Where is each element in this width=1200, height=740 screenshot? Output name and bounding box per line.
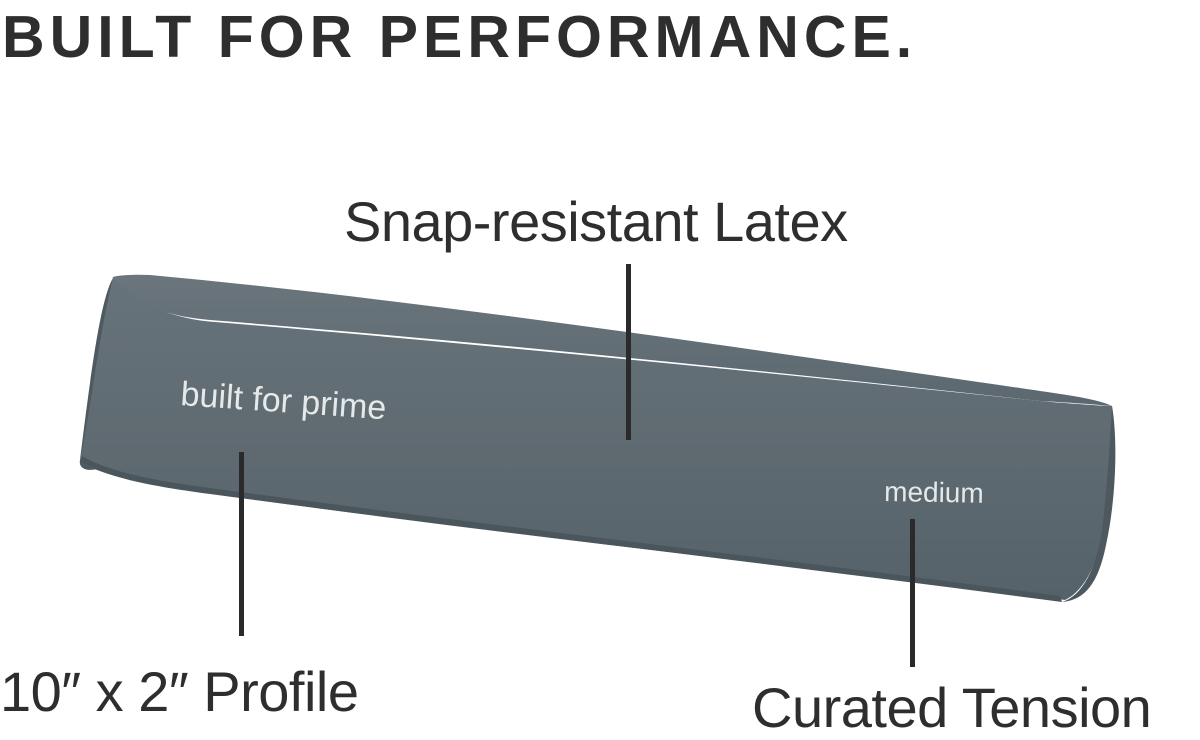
callout-profile-label: 10″ x 2″ Profile (0, 660, 359, 723)
latex-leader-line (626, 264, 631, 440)
band-bottom-edge (80, 456, 1062, 602)
tension-leader-line (910, 519, 915, 667)
page-title: BUILT FOR PERFORMANCE. (2, 4, 918, 70)
band-front-face (80, 278, 1113, 600)
callout-latex-label: Snap-resistant Latex (344, 190, 848, 253)
band-back-surface (112, 274, 1112, 406)
callout-tension-label: Curated Tension (752, 676, 1152, 739)
band-right-curl (1062, 406, 1116, 602)
band-level-text: medium (884, 476, 984, 509)
profile-leader-line (239, 452, 244, 636)
